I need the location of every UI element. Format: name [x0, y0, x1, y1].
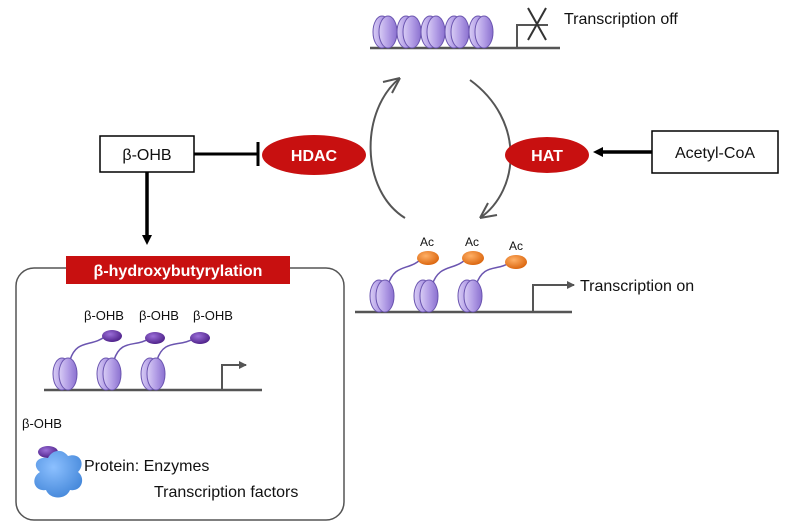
acetylation-arc	[469, 79, 512, 219]
bhb-mark-label: β-OHB	[84, 308, 124, 323]
banner	[66, 256, 290, 284]
acetyl-coa-box	[651, 130, 779, 174]
deacetylation-arc	[369, 77, 406, 219]
transcription-off-label: Transcription off	[564, 11, 678, 28]
ac-label: Ac	[509, 239, 523, 253]
blocked-x-icon	[527, 7, 547, 41]
nucleosome	[468, 15, 494, 49]
nucleosome	[457, 279, 483, 313]
acetyl-mark	[505, 255, 527, 269]
protein-label-line1: Protein: Enzymes	[84, 458, 209, 475]
nucleosome	[140, 357, 166, 391]
promoter-arrow-on	[532, 281, 575, 312]
acetyl-coa-label: Acetyl-CoA	[675, 145, 755, 162]
hat-label: HAT	[531, 148, 563, 165]
transcription-on-group: Ac Ac Ac Transcription on	[355, 235, 694, 314]
arc-head-top	[382, 77, 401, 94]
nucleosome	[444, 15, 470, 49]
hat-ellipse	[505, 137, 589, 173]
nucleosome	[396, 15, 422, 49]
banner-label: β-hydroxybutyrylation	[94, 263, 263, 280]
acetyl-coa-node: Acetyl-CoA	[651, 130, 779, 174]
nucleosome	[52, 357, 78, 391]
hdac-label: HDAC	[291, 148, 338, 165]
cycle-arrows	[369, 77, 512, 219]
bhb-mark	[190, 332, 210, 344]
nucleosome	[372, 15, 398, 49]
histone-tail	[475, 261, 511, 286]
acetyl-mark	[417, 251, 439, 265]
bhb-mark	[145, 332, 165, 344]
promoter-arrow-bottom	[221, 361, 247, 390]
ac-label: Ac	[420, 235, 434, 249]
nucleosome-array-top	[372, 15, 494, 49]
bohb-source-node: β-OHB	[99, 135, 195, 173]
protein-label-line2: Transcription factors	[154, 484, 298, 501]
histone-tail	[387, 256, 424, 286]
bhb-mark-label: β-OHB	[193, 308, 233, 323]
acetyl-mark	[462, 251, 484, 265]
nucleosome	[420, 15, 446, 49]
inhibition-connector	[194, 142, 260, 166]
nucleosome	[369, 279, 395, 313]
bhb-mark-label: β-OHB	[139, 308, 179, 323]
hdac-enzyme: HDAC	[262, 135, 366, 175]
bhb-modification-panel: β-hydroxybutyrylation β-OHB β-OHB β-OHB …	[15, 256, 345, 521]
ac-label: Ac	[465, 235, 479, 249]
hdac-ellipse	[262, 135, 366, 175]
arc-head-bottom	[479, 202, 498, 219]
hat-enzyme: HAT	[505, 137, 589, 173]
bhb-mark	[102, 330, 122, 342]
bohb-source-label: β-OHB	[122, 147, 171, 164]
transcription-off-group: Transcription off	[370, 7, 678, 50]
nucleosome	[413, 279, 439, 313]
transcription-on-label: Transcription on	[580, 278, 694, 295]
protein-bhb-label: β-OHB	[22, 416, 62, 431]
nucleosome	[96, 357, 122, 391]
protein-blob-icon	[34, 450, 83, 498]
